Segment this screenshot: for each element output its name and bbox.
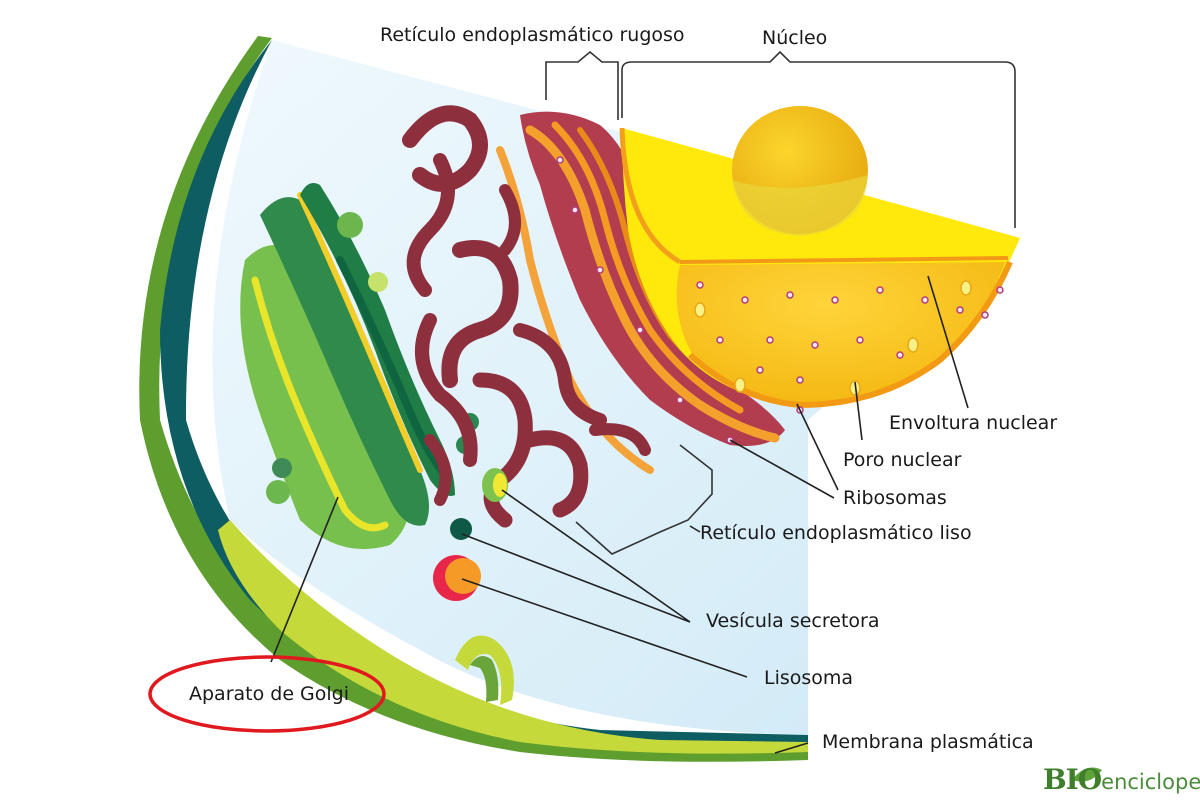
label-ribosomas: Ribosomas: [843, 487, 947, 509]
label-poro-nuclear: Poro nuclear: [843, 449, 962, 471]
label-reticulo-rugoso: Retículo endoplasmático rugoso: [380, 24, 685, 46]
plasma-membrane-inner: [160, 40, 808, 748]
logo-enciclopedia-text: enciclopedia: [1101, 770, 1200, 794]
logo-bio-text: BIO: [1043, 763, 1102, 796]
nucleus-bracket: [621, 50, 1016, 228]
label-membrana-plasmatica: Membrana plasmática: [822, 731, 1034, 753]
plasma-membrane-highlight: [218, 520, 808, 754]
ribosomes: [556, 156, 1004, 444]
label-envoltura-nuclear: Envoltura nuclear: [889, 412, 1058, 434]
smooth-er-bracket: [575, 444, 713, 555]
label-lisosoma: Lisosoma: [764, 667, 854, 689]
bioenciclopedia-logo: BIOenciclopedia: [1043, 763, 1200, 796]
label-aparato-golgi: Aparato de Golgi: [189, 683, 350, 705]
highlight-ellipse: [148, 655, 386, 733]
leader-lines: [270, 275, 969, 754]
invagination-core: [470, 656, 499, 702]
label-vesicula-secretora: Vesícula secretora: [706, 610, 880, 632]
logo-leaf-icon: [1072, 767, 1102, 782]
label-reticulo-liso: Retículo endoplasmático liso: [700, 522, 972, 544]
golgi-apparatus: [240, 182, 479, 550]
secretory-vesicle-2: [450, 518, 472, 540]
label-nucleo: Núcleo: [762, 27, 828, 49]
secretory-vesicle-1: [482, 468, 508, 502]
membrane-invagination: [455, 635, 514, 705]
rough-er-bracket: [545, 50, 619, 120]
lysosome: [433, 555, 481, 601]
smooth-endoplasmic-reticulum: [402, 105, 651, 528]
